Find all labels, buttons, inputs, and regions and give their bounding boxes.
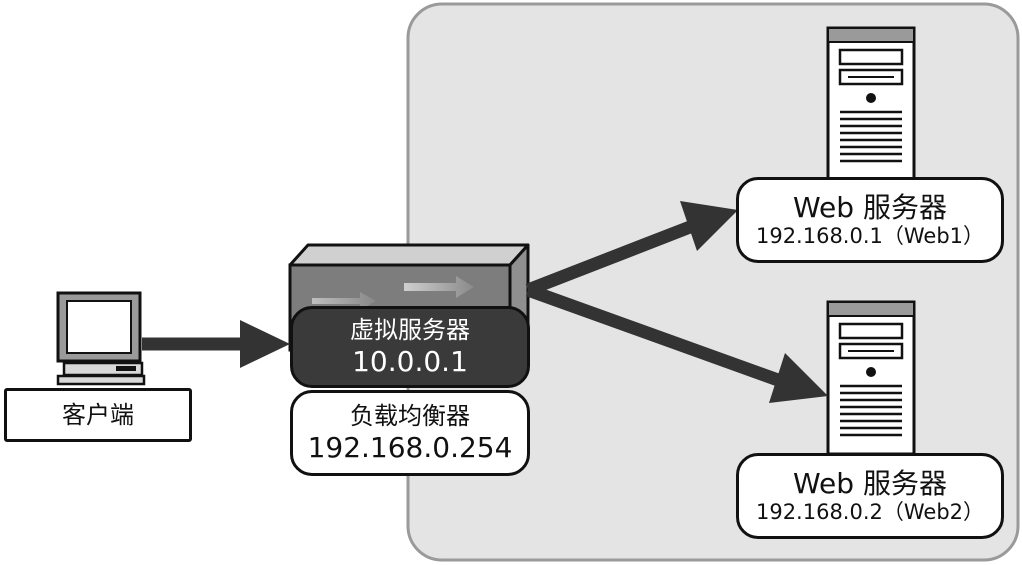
client-computer-icon	[56, 291, 146, 386]
balancer-to-web2-arrow	[525, 283, 828, 403]
client-name: 客户端	[62, 400, 134, 429]
client-to-balancer-arrow	[142, 320, 290, 368]
web-server-2-icon	[826, 300, 916, 456]
web-server-1-label: Web 服务器 192.168.0.1（Web1）	[736, 177, 1004, 263]
web-server-1-title: Web 服务器	[793, 191, 947, 225]
virtual-server-ip: 10.0.0.1	[352, 344, 468, 378]
load-balancer-name: 负载均衡器	[350, 402, 470, 431]
virtual-server-name: 虚拟服务器	[350, 316, 470, 345]
client-label: 客户端	[4, 388, 192, 442]
web-server-2-address: 192.168.0.2（Web2）	[755, 500, 985, 525]
web-server-2-title: Web 服务器	[793, 467, 947, 501]
web-server-2-label: Web 服务器 192.168.0.2（Web2）	[736, 453, 1004, 539]
web-server-1-icon	[826, 26, 916, 182]
load-balancer-label: 负载均衡器 192.168.0.254	[290, 390, 530, 476]
load-balancer-ip: 192.168.0.254	[307, 430, 513, 464]
balancer-to-web1-arrow	[525, 201, 738, 297]
virtual-server-label: 虚拟服务器 10.0.0.1	[290, 306, 530, 388]
web-server-1-address: 192.168.0.1（Web1）	[755, 224, 985, 249]
